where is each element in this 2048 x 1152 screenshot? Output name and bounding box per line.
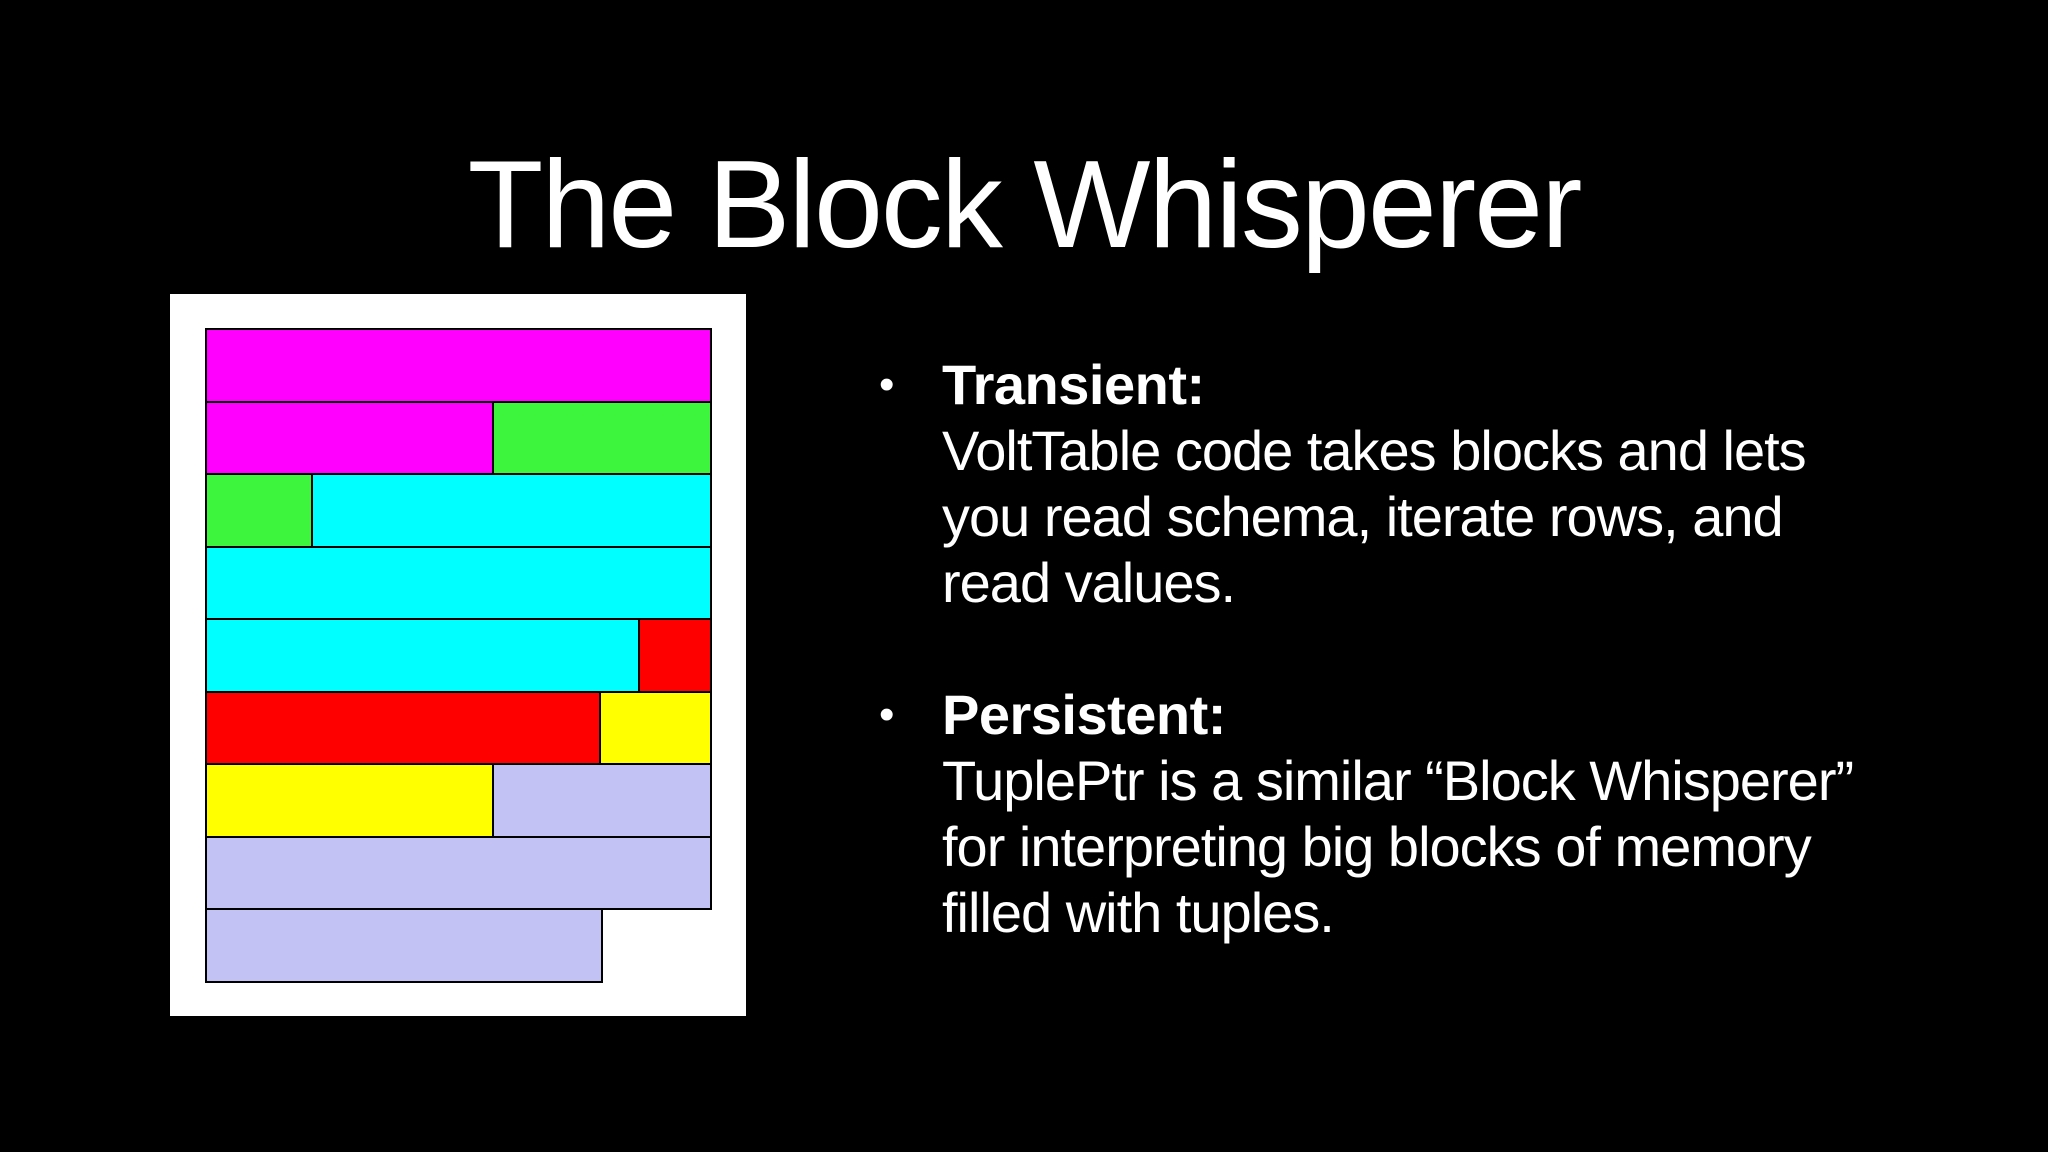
bullet-text: Transient: VoltTable code takes blocks a… bbox=[942, 352, 1807, 616]
magenta-block bbox=[205, 400, 494, 475]
block-grid bbox=[205, 328, 712, 983]
cyan-block bbox=[310, 473, 712, 548]
bullet-icon: • bbox=[879, 690, 894, 739]
green-block bbox=[205, 473, 313, 548]
lavender-block bbox=[491, 763, 712, 838]
bullet-item-transient: • Transient: VoltTable code takes blocks… bbox=[879, 352, 1959, 616]
block-row bbox=[205, 328, 712, 403]
bullet-list: • Transient: VoltTable code takes blocks… bbox=[879, 352, 1959, 946]
block-row bbox=[205, 400, 712, 475]
cyan-block bbox=[205, 545, 712, 620]
bullet-body-persistent: TuplePtr is a similar “Block Whisperer” … bbox=[942, 749, 1854, 944]
block-row bbox=[205, 618, 712, 693]
block-row bbox=[205, 473, 712, 548]
cyan-block bbox=[205, 618, 640, 693]
block-row bbox=[205, 763, 712, 838]
memory-block-figure bbox=[170, 294, 746, 1016]
lavender-block bbox=[205, 908, 603, 983]
yellow-block bbox=[205, 763, 494, 838]
block-row bbox=[205, 908, 712, 983]
slide-title: The Block Whisperer bbox=[467, 136, 1583, 275]
block-row bbox=[205, 835, 712, 910]
lavender-block bbox=[205, 835, 712, 910]
bullet-label-transient: Transient: bbox=[942, 353, 1205, 416]
bullet-text: Persistent: TuplePtr is a similar “Block… bbox=[942, 682, 1854, 946]
red-block bbox=[205, 690, 602, 765]
block-row bbox=[205, 690, 712, 765]
green-block bbox=[491, 400, 712, 475]
yellow-block bbox=[599, 690, 712, 765]
bullet-body-transient: VoltTable code takes blocks and lets you… bbox=[942, 419, 1807, 614]
red-block bbox=[638, 618, 712, 693]
magenta-block bbox=[205, 328, 712, 403]
bullet-item-persistent: • Persistent: TuplePtr is a similar “Blo… bbox=[879, 682, 1959, 946]
bullet-icon: • bbox=[879, 360, 894, 409]
block-row bbox=[205, 545, 712, 620]
bullet-label-persistent: Persistent: bbox=[942, 683, 1226, 746]
